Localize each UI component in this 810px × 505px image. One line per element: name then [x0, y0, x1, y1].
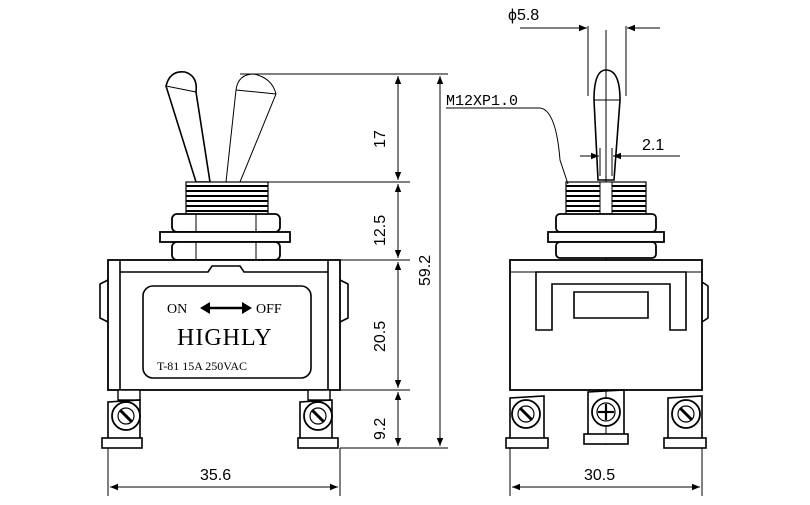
dim-flat-width: 2.1: [642, 137, 664, 154]
threaded-bushing-side: [565, 181, 647, 253]
dim-body-height: 20.5: [372, 321, 389, 352]
terminal-screw-side-left: [505, 395, 549, 449]
terminal-screw-front-left: [101, 389, 143, 449]
threaded-bushing: [185, 181, 269, 217]
dim-front-width: 35.6: [200, 467, 231, 484]
plate-on-text: ON: [167, 302, 187, 317]
dim-bushing-height: 12.5: [372, 215, 389, 246]
switch-body-side: [509, 259, 709, 391]
dim-lever-diameter: ϕ5.8: [508, 7, 539, 24]
thread-label: M12XP1.0: [446, 93, 518, 110]
lever-side: [593, 69, 621, 181]
thread-callout: M12XP1.0: [446, 93, 569, 185]
plate-off-text: OFF: [256, 302, 282, 317]
front-width-dimension: 35.6: [107, 448, 341, 496]
label-plate: ON OFF HIGHLY T-81 15A 250VAC: [142, 285, 312, 379]
lock-washer: [159, 231, 291, 243]
dim-terminal-height: 9.2: [372, 418, 389, 440]
terminal-screw-side-center: [583, 389, 629, 445]
dim-lever-height: 17: [372, 130, 389, 148]
plate-brand-text: HIGHLY: [177, 325, 273, 351]
bottom-nut: [171, 241, 281, 261]
lever-diameter-dimension: ϕ5.8: [508, 7, 660, 96]
plate-rating-text: T-81 15A 250VAC: [157, 359, 247, 373]
front-view: ON OFF HIGHLY T-81 15A 250VAC: [99, 70, 349, 449]
dim-total-height: 59.2: [417, 255, 434, 286]
double-arrow-icon: [200, 302, 252, 314]
lever-off-position: [225, 73, 277, 183]
top-nut-side: [555, 213, 657, 233]
terminal-screw-side-right: [663, 395, 707, 449]
dim-side-width: 30.5: [584, 467, 615, 484]
side-view: [505, 30, 709, 449]
terminal-screw-front-right: [297, 389, 339, 449]
lever-on-position: [165, 70, 211, 183]
bottom-nut-side: [555, 241, 657, 259]
top-nut: [171, 213, 281, 233]
flat-width-dimension: 2.1: [580, 137, 680, 176]
washer-side: [547, 231, 665, 243]
side-width-dimension: 30.5: [509, 448, 703, 496]
vertical-dimensions: 17 12.5 20.5 9.2 59.2: [240, 73, 448, 449]
